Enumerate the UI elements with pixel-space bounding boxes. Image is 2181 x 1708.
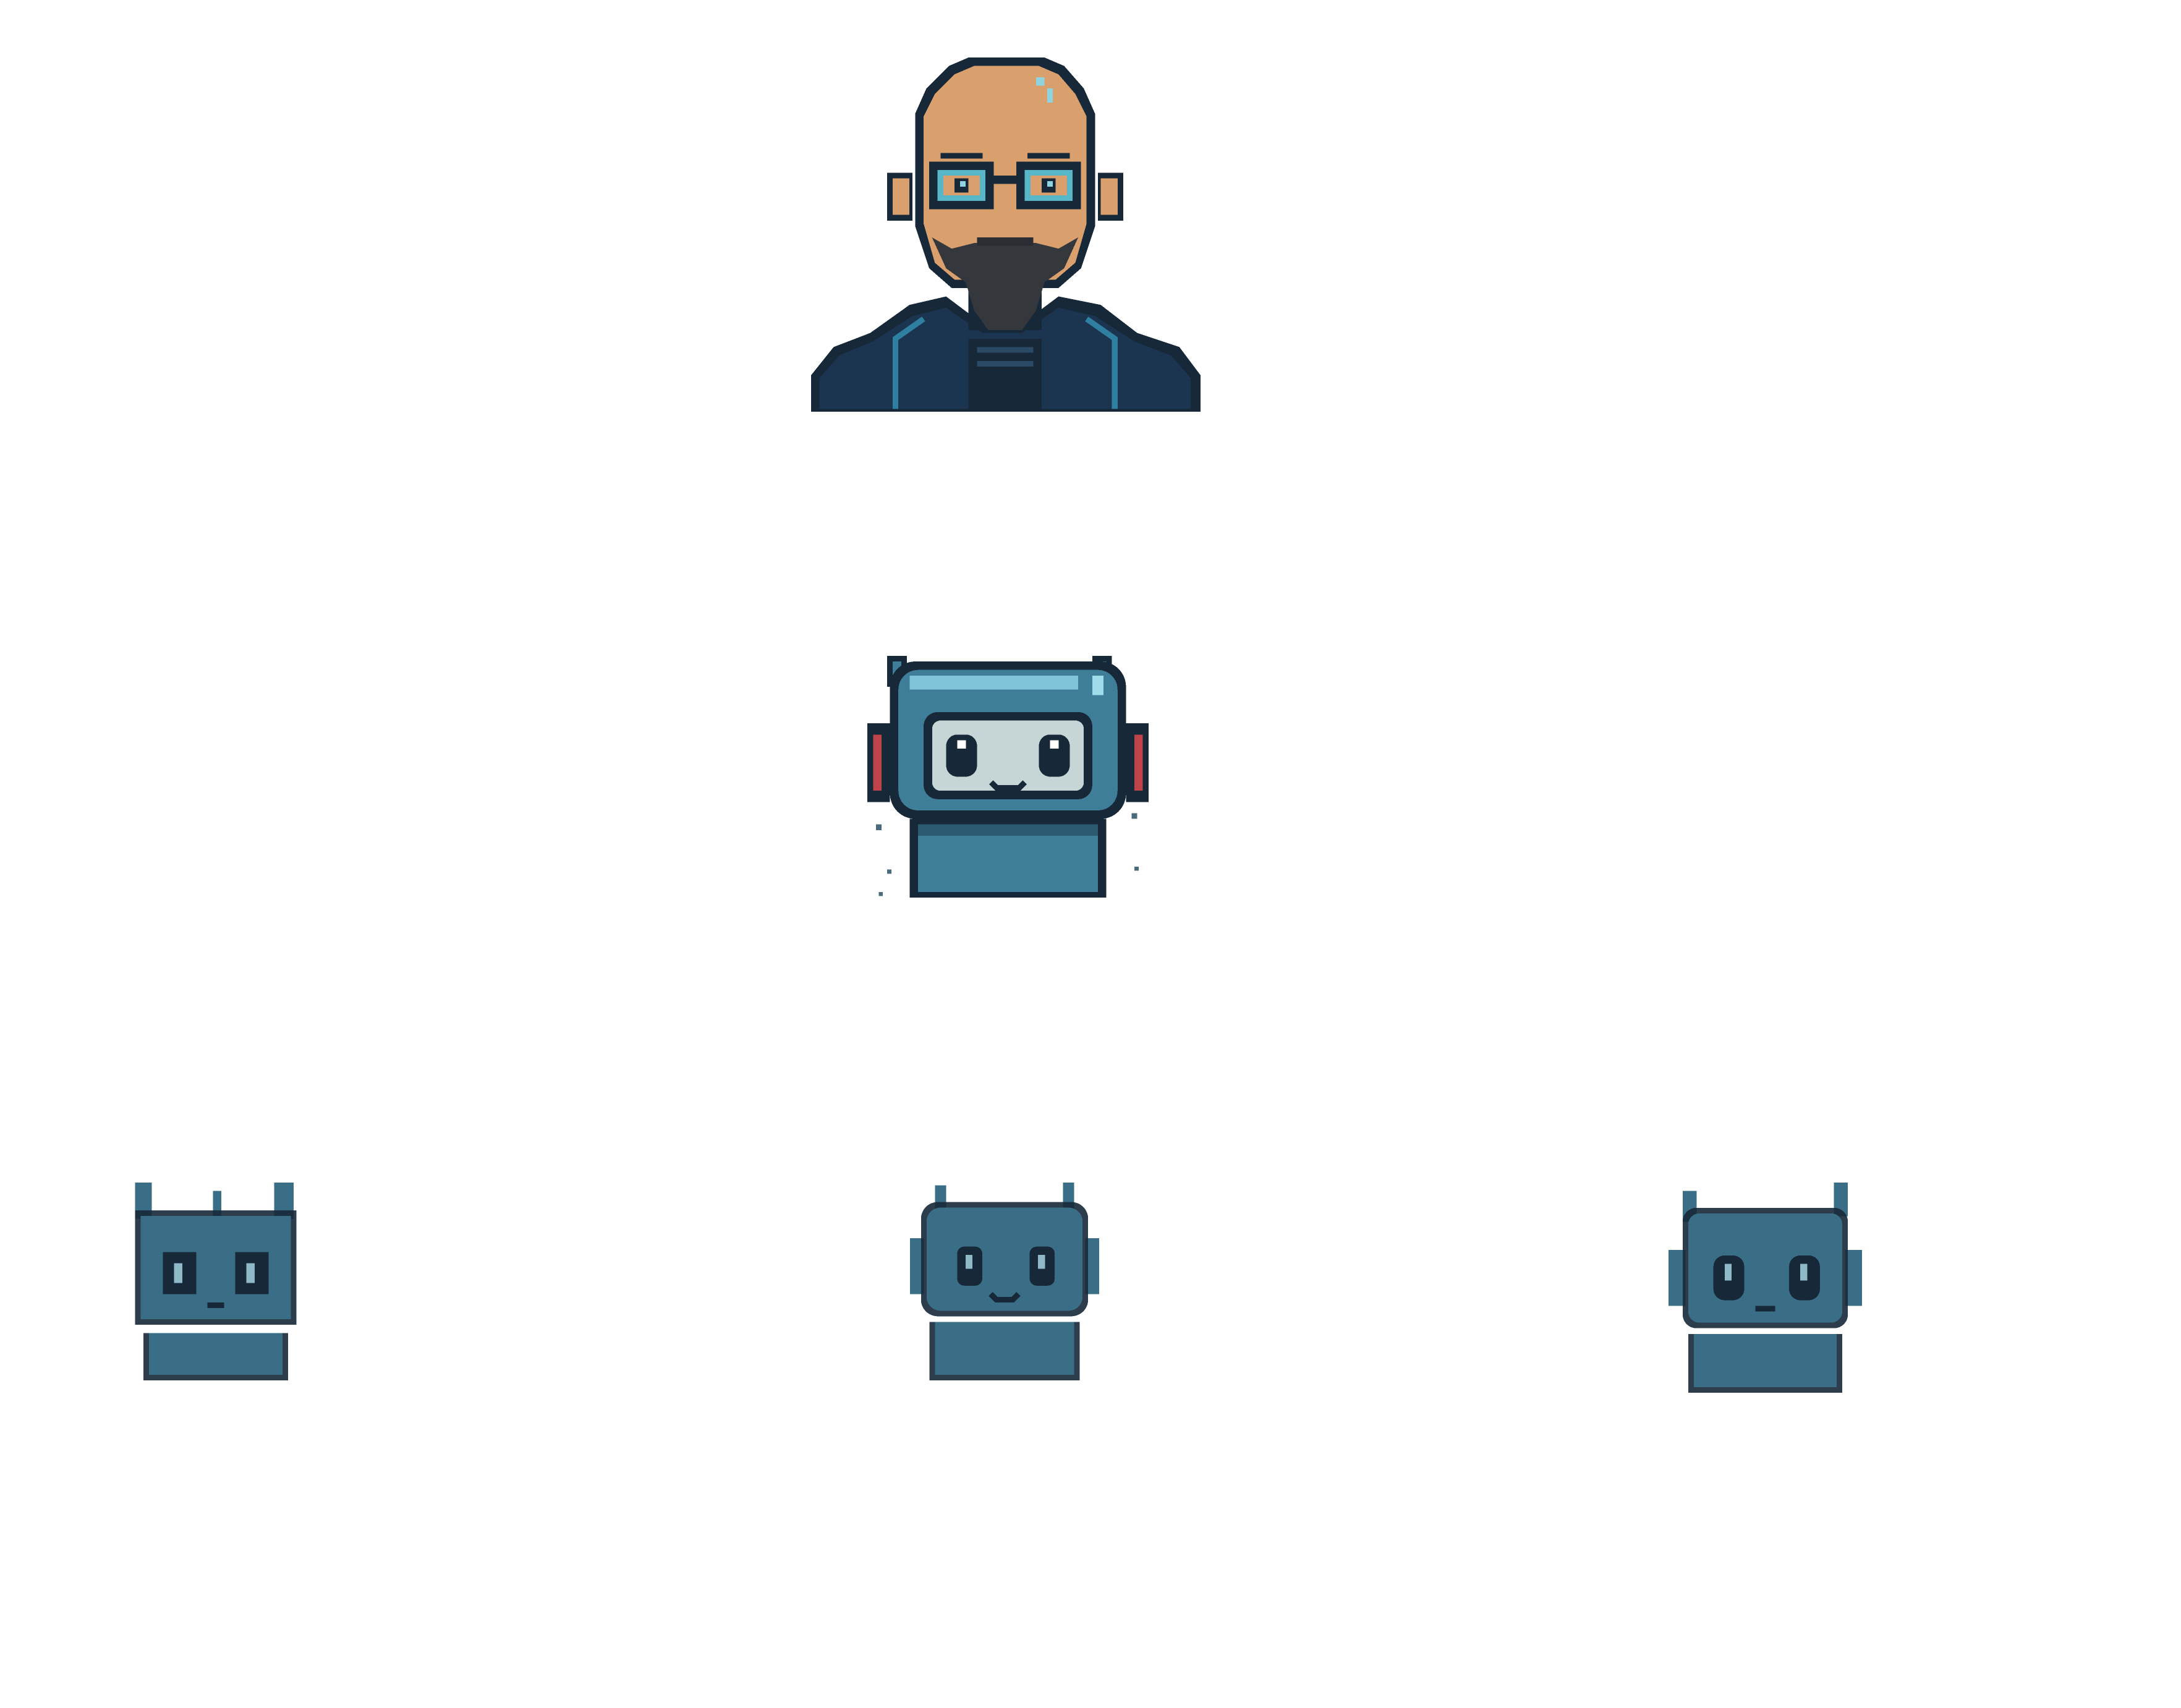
robot-headphones-icon xyxy=(867,656,1149,898)
mini-robot-smile-icon xyxy=(909,1183,1100,1380)
human-avatar-icon xyxy=(811,57,1201,412)
mini-robot-antennas-icon xyxy=(135,1183,297,1380)
mini-robot-ears-icon xyxy=(1669,1183,1862,1393)
